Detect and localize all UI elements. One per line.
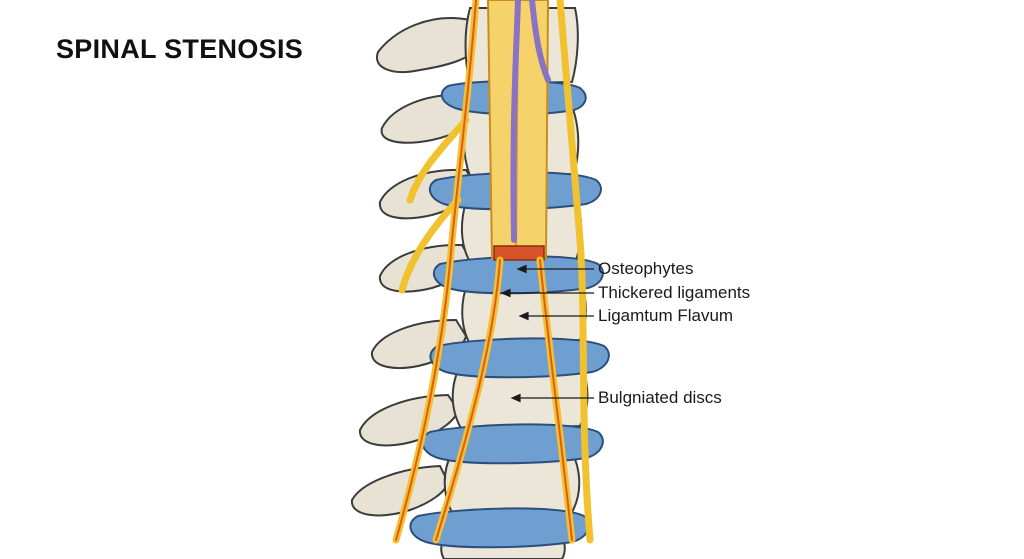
label-ligamtum-flavum: Ligamtum Flavum — [598, 306, 734, 325]
label-thickered-ligaments: Thickered ligaments — [598, 283, 751, 302]
stenosis-compression-zone — [493, 245, 545, 261]
nerve-roots — [392, 0, 594, 544]
label-osteophytes: Osteophytes — [598, 259, 694, 278]
diagram-title: SPINAL STENOSIS — [56, 34, 304, 64]
blood-vessels — [510, 0, 551, 243]
label-bulgniated-discs: Bulgniated discs — [598, 388, 722, 407]
callout-arrows — [500, 264, 594, 403]
spinal-cord — [486, 0, 550, 261]
